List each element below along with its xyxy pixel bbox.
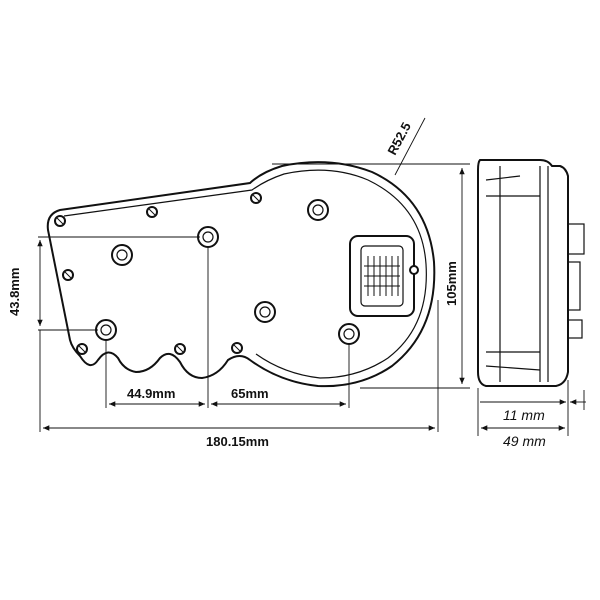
dim-b-label: 65mm bbox=[231, 386, 269, 401]
mounting-boss bbox=[95, 319, 117, 341]
side-depth-label: 49 mm bbox=[503, 433, 546, 449]
mounting-boss bbox=[254, 301, 276, 323]
height-label: 105mm bbox=[444, 261, 459, 306]
screw bbox=[54, 215, 66, 227]
screw bbox=[174, 343, 186, 355]
screw bbox=[76, 343, 88, 355]
mounting-boss bbox=[307, 199, 329, 221]
mounting-boss bbox=[197, 226, 219, 248]
screw bbox=[146, 206, 158, 218]
connector-port bbox=[349, 235, 415, 317]
side-depth-small-label: 11 mm bbox=[503, 407, 545, 423]
radius-label: R52.5 bbox=[384, 120, 414, 158]
mounting-boss bbox=[338, 323, 360, 345]
screw bbox=[62, 269, 74, 281]
gauge-front-view bbox=[46, 161, 436, 388]
screw bbox=[409, 265, 419, 275]
dim-a-label: 44.9mm bbox=[127, 386, 175, 401]
radius-leader bbox=[394, 117, 426, 176]
housing-outline bbox=[46, 161, 436, 388]
mounting-boss bbox=[111, 244, 133, 266]
screw bbox=[231, 342, 243, 354]
hole-spacing-label: 43.8mm bbox=[7, 268, 22, 316]
screw bbox=[250, 192, 262, 204]
gauge-side-view bbox=[477, 159, 585, 387]
width-label: 180.15mm bbox=[206, 434, 269, 449]
